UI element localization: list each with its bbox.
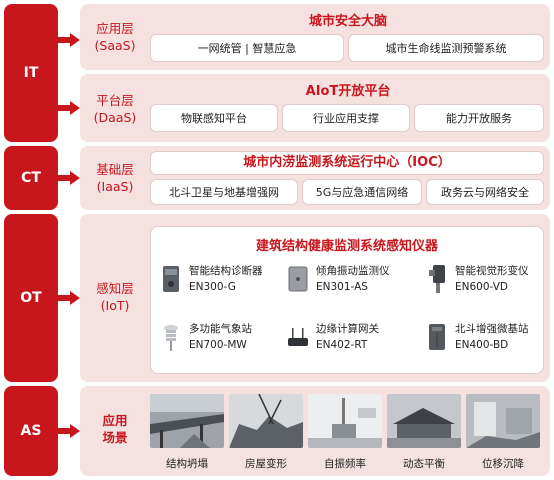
device-name: 智能视觉形变仪 bbox=[455, 265, 529, 277]
scene-caption: 自振频率 bbox=[324, 458, 366, 470]
tier-ct-label: CT bbox=[21, 170, 41, 186]
diagnostic-device-icon bbox=[159, 263, 183, 295]
device-name: 智能结构诊断器 bbox=[189, 265, 263, 277]
iaas-cell: 北斗卫星与地基增强网 bbox=[150, 179, 298, 205]
iaas-title: 城市内涝监测系统运行中心（IOC） bbox=[150, 151, 544, 175]
iaas-layer-name: 基础层 bbox=[96, 162, 134, 177]
scene-image-balance bbox=[387, 394, 461, 448]
scene-caption: 动态平衡 bbox=[403, 458, 445, 470]
tier-as-label: AS bbox=[20, 423, 42, 439]
device-vision-deformation: 智能视觉形变仪 EN600-VD bbox=[425, 263, 529, 295]
arrow-icon bbox=[58, 171, 80, 185]
daas-panel: 平台层 (DaaS) AIoT开放平台 物联感知平台 行业应用支撑 能力开放服务 bbox=[80, 74, 550, 142]
as-layer-name: 应用 bbox=[102, 413, 128, 428]
iot-panel: 感知层 (IoT) 建筑结构健康监测系统感知仪器 智能结构诊断器 EN300-G … bbox=[80, 214, 550, 382]
scene-caption: 结构坍塌 bbox=[166, 458, 208, 470]
scene-caption: 房屋变形 bbox=[245, 458, 287, 470]
arrow-icon bbox=[58, 33, 80, 47]
iaas-cell: 政务云与网络安全 bbox=[426, 179, 544, 205]
iaas-cell: 5G与应急通信网络 bbox=[302, 179, 422, 205]
daas-cell: 能力开放服务 bbox=[414, 104, 544, 132]
saas-title: 城市安全大脑 bbox=[308, 14, 387, 29]
device-model: EN700-MW bbox=[189, 339, 247, 351]
tilt-vibration-monitor-icon bbox=[286, 263, 310, 295]
daas-title: AIoT开放平台 bbox=[305, 84, 391, 99]
device-weather-station: 多功能气象站 EN700-MW bbox=[159, 321, 252, 353]
scene-image-deformation bbox=[229, 394, 303, 448]
beidou-base-station-icon bbox=[425, 321, 449, 353]
daas-layer-label: 平台层 (DaaS) bbox=[80, 92, 150, 126]
as-layer-name-2: 场景 bbox=[102, 430, 128, 445]
iot-layer-name: 感知层 bbox=[96, 281, 134, 296]
device-name: 边缘计算网关 bbox=[316, 323, 379, 335]
saas-cell: 一网统管 | 智慧应急 bbox=[150, 34, 344, 62]
iaas-layer-label: 基础层 (IaaS) bbox=[80, 161, 150, 195]
saas-layer-label: 应用层 (SaaS) bbox=[80, 20, 150, 54]
saas-layer-en: (SaaS) bbox=[94, 38, 136, 53]
scene-caption: 位移沉降 bbox=[482, 458, 524, 470]
iot-layer-en: (IoT) bbox=[100, 298, 130, 313]
as-layer-label: 应用 场景 bbox=[80, 412, 150, 446]
weather-station-icon bbox=[159, 321, 183, 353]
device-model: EN600-VD bbox=[455, 281, 508, 293]
iot-layer-label: 感知层 (IoT) bbox=[80, 280, 150, 314]
device-model: EN301-AS bbox=[316, 281, 368, 293]
saas-panel: 应用层 (SaaS) 城市安全大脑 一网统管 | 智慧应急 城市生命线监测预警系… bbox=[80, 4, 550, 70]
iaas-panel: 基础层 (IaaS) 城市内涝监测系统运行中心（IOC） 北斗卫星与地基增强网 … bbox=[80, 146, 550, 210]
daas-cell: 行业应用支撑 bbox=[282, 104, 410, 132]
iot-title: 建筑结构健康监测系统感知仪器 bbox=[255, 239, 438, 254]
saas-layer-name: 应用层 bbox=[96, 21, 134, 36]
daas-layer-name: 平台层 bbox=[96, 93, 134, 108]
tier-ot: OT bbox=[4, 214, 58, 382]
tier-as: AS bbox=[4, 386, 58, 476]
device-model: EN402-RT bbox=[316, 339, 368, 351]
vision-deformation-icon bbox=[425, 263, 449, 295]
tier-ct: CT bbox=[4, 146, 58, 210]
iot-inner-box: 建筑结构健康监测系统感知仪器 智能结构诊断器 EN300-G 倾角振动监测仪 EN3… bbox=[150, 226, 544, 374]
daas-cell: 物联感知平台 bbox=[150, 104, 278, 132]
device-tilt-vibration: 倾角振动监测仪 EN301-AS bbox=[286, 263, 390, 295]
arrow-icon bbox=[58, 424, 80, 438]
iaas-layer-en: (IaaS) bbox=[96, 179, 134, 194]
device-model: EN400-BD bbox=[455, 339, 509, 351]
device-beidou-station: 北斗增强微基站 EN400-BD bbox=[425, 321, 529, 353]
arrow-icon bbox=[58, 291, 80, 305]
tier-it-label: IT bbox=[23, 65, 39, 81]
tier-ot-label: OT bbox=[20, 290, 42, 306]
device-model: EN300-G bbox=[189, 281, 236, 293]
arrow-icon bbox=[58, 101, 80, 115]
edge-gateway-icon bbox=[286, 321, 310, 353]
scene-image-frequency bbox=[308, 394, 382, 448]
device-name: 多功能气象站 bbox=[189, 323, 252, 335]
saas-cell: 城市生命线监测预警系统 bbox=[348, 34, 544, 62]
device-name: 倾角振动监测仪 bbox=[316, 265, 390, 277]
scene-image-settlement bbox=[466, 394, 540, 448]
daas-layer-en: (DaaS) bbox=[93, 110, 137, 125]
tier-it: IT bbox=[4, 4, 58, 142]
scene-image-collapse bbox=[150, 394, 224, 448]
device-name: 北斗增强微基站 bbox=[455, 323, 529, 335]
device-diagnostic: 智能结构诊断器 EN300-G bbox=[159, 263, 263, 295]
device-edge-gateway: 边缘计算网关 EN402-RT bbox=[286, 321, 379, 353]
